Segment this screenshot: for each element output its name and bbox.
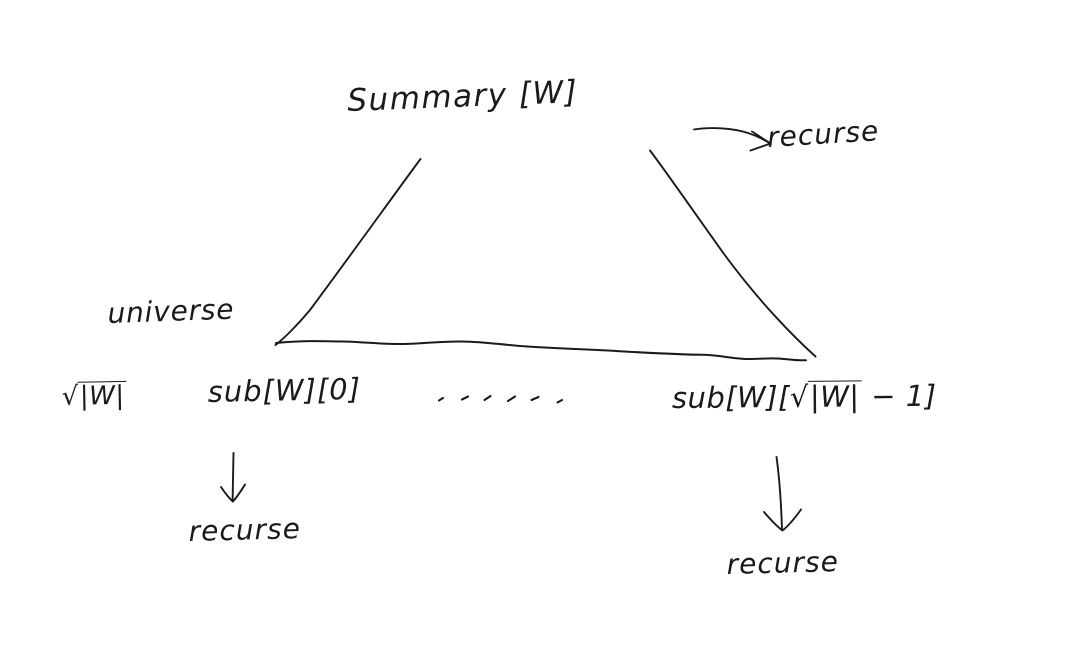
sqrt-group: √|W| [61, 380, 127, 412]
sqrt-universe-size-label: √|W| [61, 380, 127, 412]
down-arrow-right [775, 456, 783, 531]
recurse-label-right: recurse [726, 545, 840, 581]
triangle-left-leg [274, 158, 422, 346]
triangle-right-leg [649, 149, 817, 358]
sub-last-suffix: − 1] [861, 378, 937, 414]
down-arrow-left [231, 452, 235, 502]
sub-first-child-label: sub[W][0] [207, 371, 362, 409]
universe-label: universe [106, 292, 235, 330]
ellipsis-dots [437, 394, 564, 404]
sub-last-prefix: sub[W][ [671, 379, 791, 415]
sub-last-child-label: sub[W][√|W| − 1] [671, 378, 937, 415]
summary-node-label: Summary [W] [346, 74, 579, 119]
radical-glyph-last: √ [789, 379, 810, 414]
sqrt-group-last: √|W| [789, 379, 862, 414]
recurse-label-left: recurse [188, 512, 302, 548]
recurse-label-top: recurse [766, 114, 881, 154]
triangle-base [275, 340, 807, 362]
radical-glyph: √ [61, 381, 80, 412]
down-arrowhead-left [220, 483, 246, 503]
radicand-last: |W| [807, 379, 862, 414]
down-arrowhead-right [763, 508, 802, 532]
radicand: |W| [77, 380, 127, 412]
recurse-arrowhead-top [749, 130, 772, 152]
